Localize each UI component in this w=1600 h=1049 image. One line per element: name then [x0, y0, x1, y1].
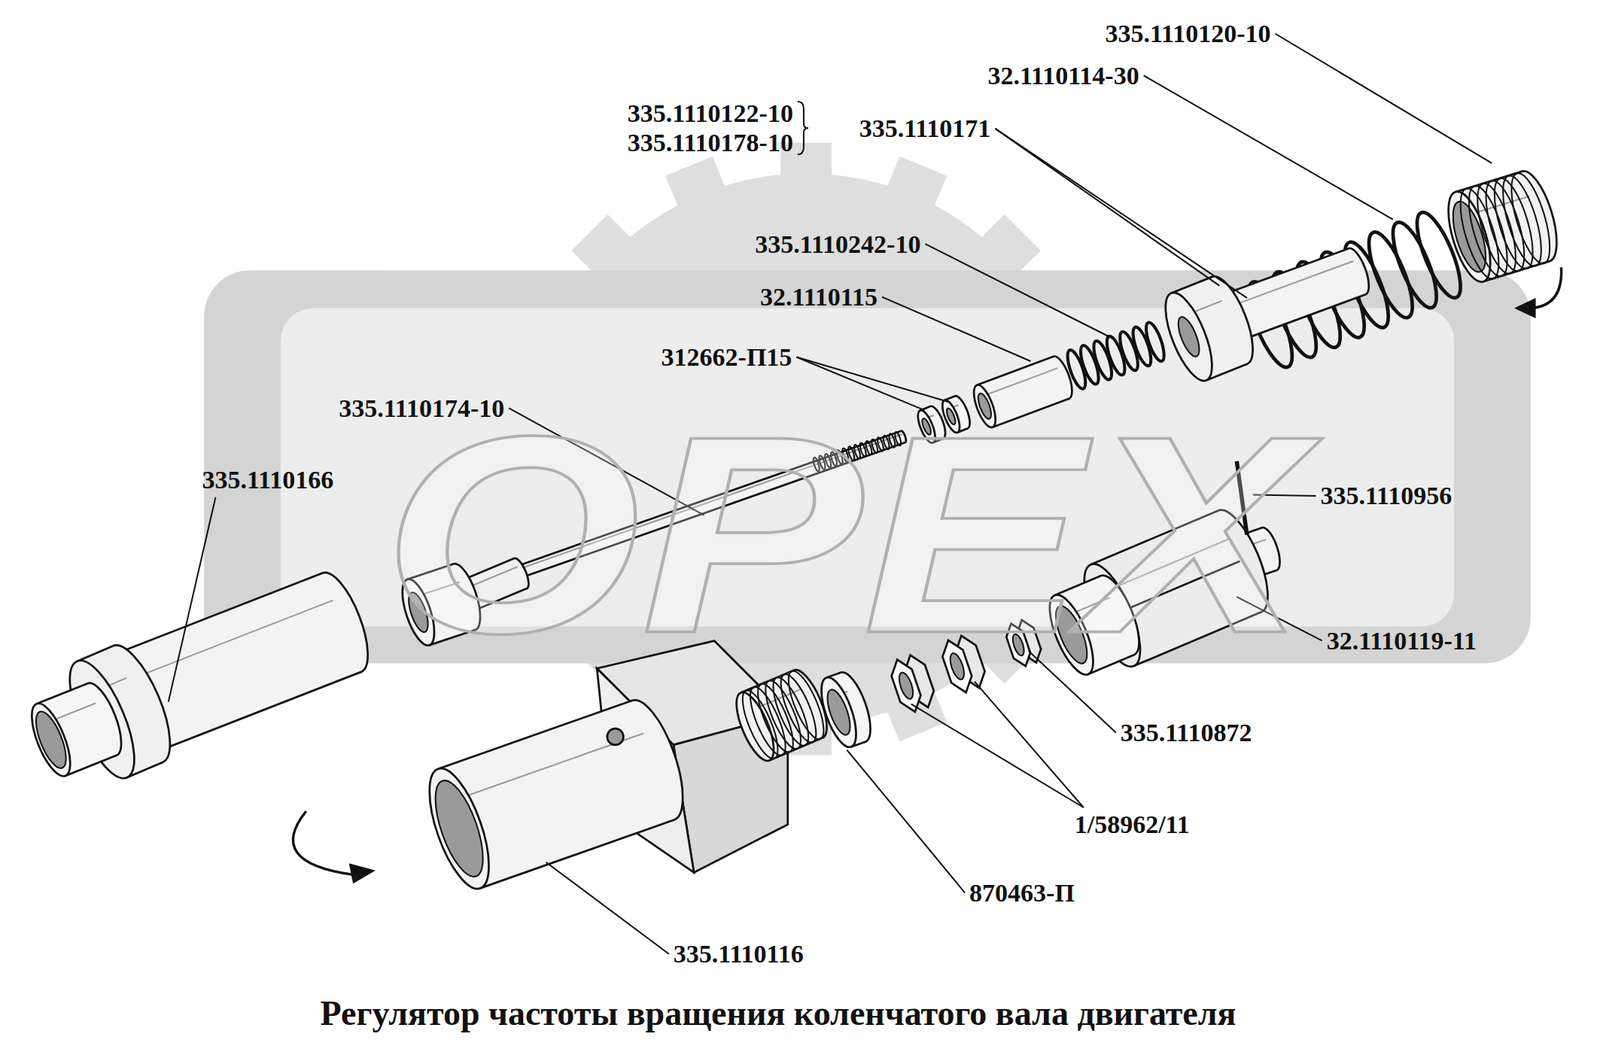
part-number: 32.1110114-30 — [987, 60, 1139, 91]
part-number: 312662-П15 — [661, 342, 793, 372]
watermark: ОРЕХ — [382, 394, 1306, 676]
leader-line — [882, 297, 1031, 362]
leader-line — [974, 681, 1084, 808]
part-number: 335.1110166 — [201, 465, 334, 495]
part-number: 335.1110171 — [859, 113, 992, 143]
leader-line — [994, 128, 1247, 299]
leader-line — [168, 497, 216, 703]
part-number: 335.1110120-10 — [1104, 18, 1271, 49]
part-number: 335.1110242-10 — [754, 229, 921, 259]
part-number: 335.1110178-10 — [627, 127, 794, 158]
part-number: 870463-П — [969, 878, 1075, 908]
part-number: 1/58962/11 — [1074, 809, 1190, 840]
part-number: 32.1110119-11 — [1326, 626, 1477, 656]
leader-line — [924, 243, 1116, 340]
leader-line — [545, 862, 669, 955]
leader-line — [911, 704, 1084, 808]
part-number: 335.1110872 — [1120, 717, 1253, 748]
leader-line — [846, 750, 965, 894]
leader-line — [1143, 75, 1394, 220]
part-number: 32.1110115 — [760, 282, 878, 312]
leader-line — [1274, 33, 1492, 164]
caption: Регулятор частоты вращения коленчатого в… — [320, 994, 1237, 1035]
part-number: 335.1110956 — [1320, 480, 1452, 511]
brace — [797, 101, 809, 155]
leader-line — [994, 128, 1220, 286]
part-number: 335.1110116 — [673, 939, 804, 969]
part-number: 335.1110122-10 — [627, 98, 794, 128]
